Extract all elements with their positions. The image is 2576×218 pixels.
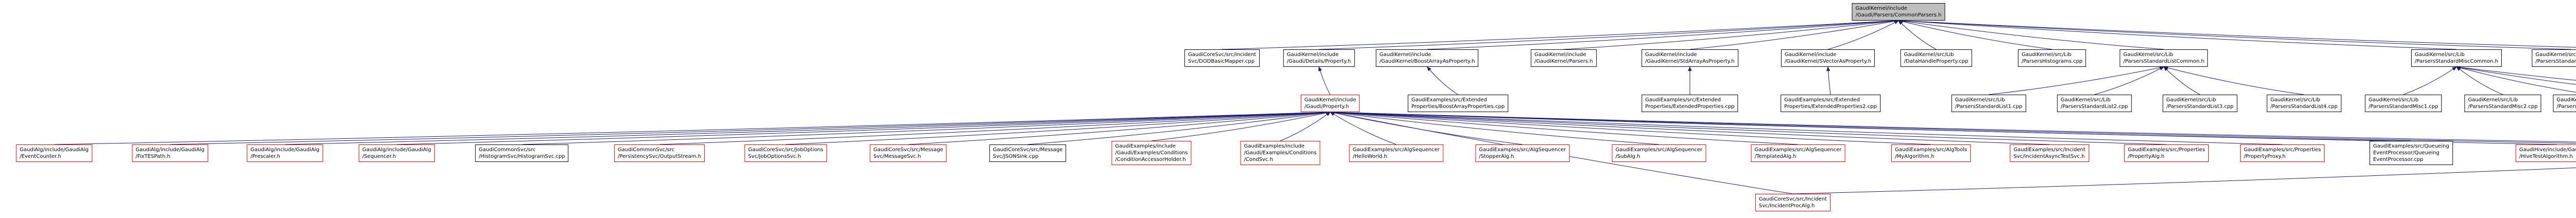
edge-templated-alg-to-gaudi-property <box>1330 111 1799 145</box>
graph-node-boost-array-as-property[interactable]: GaudiKernel/include/GaudiKernel/BoostArr… <box>1376 49 1479 67</box>
graph-node-parsers-std-single[interactable]: GaudiKernel/src/Lib/ParsersStandardSingl… <box>2532 49 2576 67</box>
edge-property-proxy-to-gaudi-property <box>1330 110 2283 145</box>
edge-condition-accessor-holder-to-gaudi-property <box>1151 111 1331 141</box>
edge-details-property-to-common-parsers <box>1318 19 1899 50</box>
edge-parsers-std-list3-to-parsers-std-list-common <box>2163 66 2200 95</box>
edge-parsers-std-misc-common-to-common-parsers <box>1898 19 2457 50</box>
edge-parsers-std-list-common-to-common-parsers <box>1898 19 2164 50</box>
graph-node-parsers-histograms[interactable]: GaudiKernel/src/Lib/ParsersHistograms.cp… <box>2018 49 2087 67</box>
graph-node-sub-alg[interactable]: GaudiExamples/src/AlgSequencer/SubAlg.h <box>1612 144 1706 162</box>
graph-node-parsers-std-misc-common[interactable]: GaudiKernel/src/Lib/ParsersStandardMiscC… <box>2411 49 2502 67</box>
edge-output-stream-to-gaudi-property <box>659 110 1331 145</box>
edge-cond-svc-to-gaudi-property <box>1280 112 1331 141</box>
edge-gaudi-property-to-details-property <box>1318 66 1331 95</box>
edge-sequencer-to-gaudi-property <box>396 110 1331 145</box>
graph-node-cond-svc[interactable]: GaudiExamples/include/Gaudi/Examples/Con… <box>1240 141 1320 165</box>
edge-job-options-svc-to-gaudi-property <box>785 111 1331 145</box>
edge-hello-world-to-gaudi-property <box>1330 112 1397 145</box>
graph-node-parsers-std-misc3[interactable]: GaudiKernel/src/Lib/ParsersStandardMisc3… <box>2553 95 2576 112</box>
edge-concurrent-run-to-gaudi-property <box>1330 110 2576 144</box>
graph-node-event-counter[interactable]: GaudiAlg/include/GaudiAlg/EventCounter.h <box>16 144 92 162</box>
graph-node-condition-accessor-holder[interactable]: GaudiExamples/include/Gaudi/Examples/Con… <box>1111 141 1192 165</box>
edge-parsers-std-misc2-to-parsers-std-misc-common <box>2456 66 2503 95</box>
graph-node-parsers-h[interactable]: GaudiKernel/include/GaudiKernel/Parsers.… <box>1531 49 1597 67</box>
graph-node-data-handle-property[interactable]: GaudiKernel/src/Lib/DataHandleProperty.c… <box>1900 49 1972 67</box>
graph-node-hello-world[interactable]: GaudiExamples/src/AlgSequencer/HelloWorl… <box>1349 144 1444 162</box>
edge-sub-alg-to-gaudi-property <box>1330 111 1659 145</box>
edge-parsers-std-single-to-common-parsers <box>1898 19 2571 50</box>
graph-node-output-stream[interactable]: GaudiCommonSvc/src/PersistencySvc/Output… <box>614 144 705 162</box>
graph-node-parsers-std-misc1[interactable]: GaudiKernel/src/Lib/ParsersStandardMisc1… <box>2365 95 2442 112</box>
graph-node-parsers-std-list-common[interactable]: GaudiKernel/src/Lib/ParsersStandardListC… <box>2120 49 2208 67</box>
graph-node-gaudi-property[interactable]: GaudiKernel/include/Gaudi/Property.h <box>1300 95 1360 112</box>
graph-node-parsers-std-misc2[interactable]: GaudiKernel/src/Lib/ParsersStandardMisc2… <box>2464 95 2541 112</box>
graph-node-fix-tes-path[interactable]: GaudiAlg/include/GaudiAlg/FixTESPath.h <box>132 144 208 162</box>
graph-node-parsers-std-list2[interactable]: GaudiKernel/src/Lib/ParsersStandardList2… <box>2057 95 2132 112</box>
edge-parsers-std-misc3-to-parsers-std-misc-common <box>2456 66 2576 93</box>
graph-node-property-proxy[interactable]: GaudiExamples/src/Properties/PropertyPro… <box>2240 144 2325 162</box>
graph-node-svector-as-property[interactable]: GaudiKernel/include/GaudiKernel/SVectorA… <box>1781 49 1875 67</box>
edge-parsers-std-list2-to-parsers-std-list-common <box>2094 66 2164 95</box>
edge-std-array-as-property-to-common-parsers <box>1689 19 1899 50</box>
graph-node-details-property[interactable]: GaudiKernel/include/Gaudi/Details/Proper… <box>1283 49 1355 67</box>
graph-node-property-alg[interactable]: GaudiExamples/src/Properties/PropertyAlg… <box>2124 144 2209 162</box>
edge-parsers-std-misc4-to-parsers-std-misc-common <box>2456 65 2576 85</box>
graph-node-common-parsers: GaudiKernel/include/Gaudi/Parsers/Common… <box>1852 3 1945 21</box>
edge-dod-basic-mapper-to-common-parsers <box>1222 19 1899 50</box>
edge-incident-async-test-svc-to-gaudi-property <box>1330 110 2050 145</box>
edge-hive-test-algorithm-to-gaudi-property <box>1330 110 2557 145</box>
edge-event-counter-to-gaudi-property <box>54 110 1331 145</box>
edge-data-handle-property-to-common-parsers <box>1898 20 1937 50</box>
edge-fix-tes-path-to-gaudi-property <box>170 110 1331 145</box>
edge-parsers-std-misc1-to-parsers-std-misc-common <box>2403 66 2457 95</box>
graph-node-sequencer[interactable]: GaudiAlg/include/GaudiAlg/Sequencer.h <box>359 144 435 162</box>
edge-parsers-std-list4-to-parsers-std-list-common <box>2163 66 2304 95</box>
edge-incident-proc-alg-to-gaudi-algorithm <box>1792 167 2576 194</box>
edge-prescaler-to-gaudi-property <box>284 110 1331 145</box>
edge-gaudi-algorithm-to-gaudi-property <box>1330 110 2576 142</box>
edge-boost-array-as-property-to-common-parsers <box>1427 19 1899 50</box>
edge-json-sink-to-gaudi-property <box>1027 111 1331 145</box>
graph-node-my-algorithm[interactable]: GaudiExamples/src/AlgTools/MyAlgorithm.h <box>1891 144 1971 162</box>
graph-node-histogram-svc[interactable]: GaudiCommonSvc/src/HistogramSvc/Histogra… <box>475 144 569 162</box>
graph-node-parsers-std-list1[interactable]: GaudiKernel/src/Lib/ParsersStandardList1… <box>1951 95 2026 112</box>
edge-extended-properties2-to-svector-as-property <box>1826 66 1831 95</box>
edge-property-alg-to-gaudi-property <box>1330 110 2167 145</box>
edge-parsers-std-misc5-to-parsers-std-misc-common <box>2456 65 2576 81</box>
edge-parsers-std-list1-to-parsers-std-list-common <box>1988 66 2164 95</box>
edge-histogram-svc-to-gaudi-property <box>521 110 1331 145</box>
edge-svector-as-property-to-common-parsers <box>1827 20 1899 50</box>
graph-node-stopper-alg[interactable]: GaudiExamples/src/AlgSequencer/StopperAl… <box>1475 144 1570 162</box>
graph-node-templated-alg[interactable]: GaudiExamples/src/AlgSequencer/Templated… <box>1751 144 1845 162</box>
edge-string-key-to-common-parsers <box>1898 19 2576 48</box>
graph-node-prescaler[interactable]: GaudiAlg/include/GaudiAlg/Prescaler.h <box>247 144 323 162</box>
edge-parsers-histograms-to-common-parsers <box>1898 20 2053 50</box>
graph-node-hive-test-algorithm[interactable]: GaudiHive/include/GaudiHive/HiveTestAlgo… <box>2515 144 2576 162</box>
graph-node-parsers-std-list3[interactable]: GaudiKernel/src/Lib/ParsersStandardList3… <box>2162 95 2238 112</box>
graph-node-parsers-std-list4[interactable]: GaudiKernel/src/Lib/ParsersStandardList4… <box>2266 95 2342 112</box>
edge-message-svc-to-gaudi-property <box>908 111 1331 145</box>
edge-boost-array-properties-to-boost-array-as-property <box>1427 66 1459 95</box>
edge-parsers-h-to-common-parsers <box>1563 19 1899 50</box>
edge-my-algorithm-to-gaudi-property <box>1330 110 1931 145</box>
graph-node-std-array-as-property[interactable]: GaudiKernel/include/GaudiKernel/StdArray… <box>1641 49 1738 67</box>
